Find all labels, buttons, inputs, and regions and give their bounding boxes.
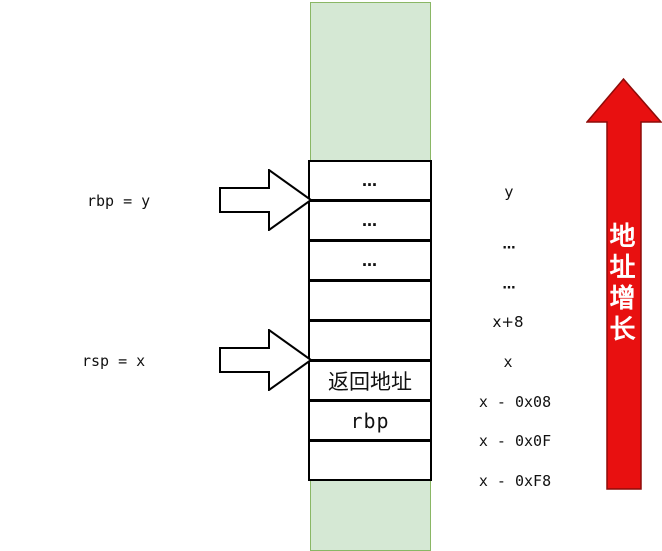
address-label: y — [504, 183, 514, 201]
rbp-pointer-arrow-icon — [219, 169, 313, 231]
address-label: … — [502, 277, 516, 293]
stack-cell: … — [310, 202, 430, 242]
stack-cell — [310, 282, 430, 322]
stack-cell-return-address: 返回地址 — [310, 362, 430, 402]
address-label: x — [503, 353, 513, 371]
rsp-pointer-arrow-icon — [219, 329, 313, 391]
stack-cells-column: … … … 返回地址 rbp — [308, 160, 432, 481]
rsp-pointer-label: rsp = x — [82, 352, 146, 370]
address-growth-arrow-icon — [586, 77, 662, 490]
address-label: x - 0xF8 — [478, 472, 552, 490]
address-label: x - 0x08 — [478, 393, 552, 411]
address-label: … — [502, 237, 516, 253]
stack-cell — [310, 322, 430, 362]
stack-cell — [310, 442, 430, 479]
address-growth-label: 地址增长 — [605, 222, 635, 346]
address-label: x+8 — [492, 313, 524, 331]
stack-cell-saved-rbp: rbp — [310, 402, 430, 442]
address-label: x - 0x0F — [478, 432, 552, 450]
rbp-pointer-label: rbp = y — [87, 192, 151, 210]
stack-cell: … — [310, 242, 430, 282]
stack-cell: … — [310, 162, 430, 202]
